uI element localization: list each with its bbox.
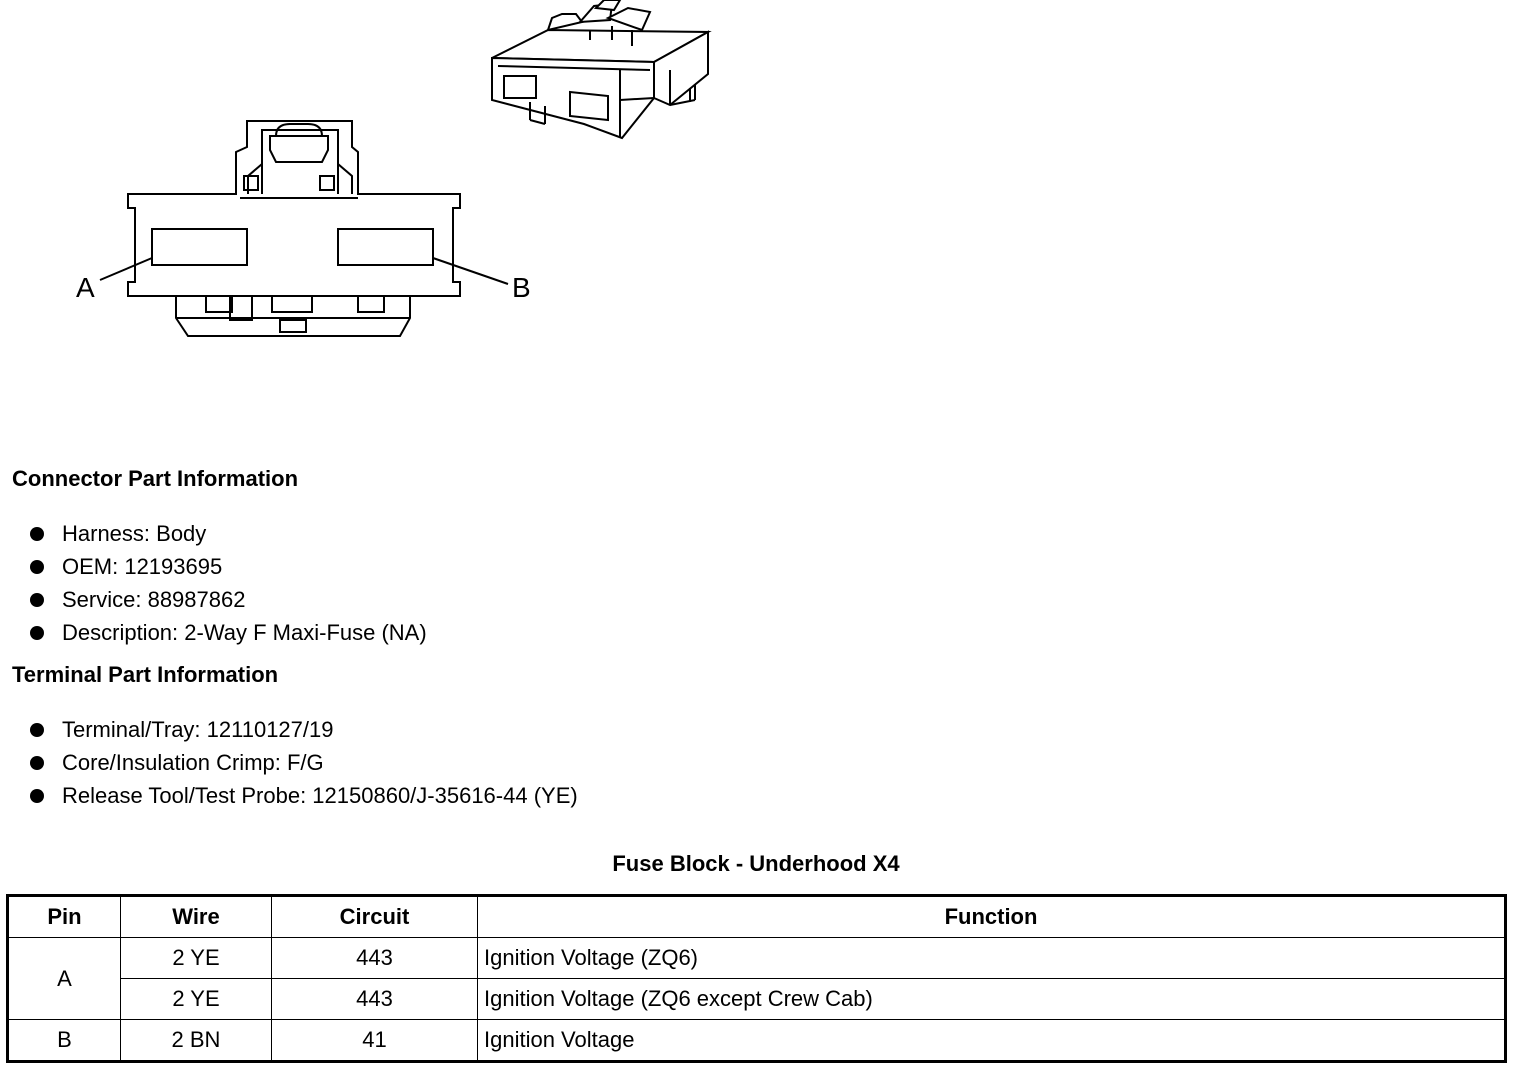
cell-wire: 2 YE [120, 978, 272, 1020]
cavity-a [151, 228, 248, 266]
list-item-text: Description: 2-Way F Maxi-Fuse (NA) [62, 620, 427, 645]
cell-wire: 2 YE [120, 937, 272, 979]
cell-function: Ignition Voltage (ZQ6) [477, 937, 1506, 979]
bullet-icon [30, 723, 44, 737]
connector-isometric-view [491, 0, 712, 140]
bullet-icon [30, 593, 44, 607]
cell-circuit: 443 [271, 978, 478, 1020]
connector-front-view [99, 120, 509, 337]
table-row: A 2 YE 443 Ignition Voltage (ZQ6) [7, 937, 1506, 1020]
pin-label-a: A [76, 272, 95, 303]
cell-wire: 2 BN [120, 1019, 272, 1062]
table-header-row: Pin Wire Circuit Function [7, 895, 1506, 938]
list-item: Harness: Body [28, 517, 427, 550]
bullet-icon [30, 789, 44, 803]
pinout-table: Pin Wire Circuit Function A 2 YE 443 Ign… [6, 894, 1507, 1063]
list-item: Service: 88987862 [28, 583, 427, 616]
terminal-part-info-list: Terminal/Tray: 12110127/19 Core/Insulati… [28, 713, 578, 812]
list-item: Core/Insulation Crimp: F/G [28, 746, 578, 779]
list-item-text: Service: 88987862 [62, 587, 246, 612]
cell-function: Ignition Voltage (ZQ6 except Crew Cab) [477, 978, 1506, 1020]
column-header-wire: Wire [120, 895, 272, 938]
table-row: 2 YE 443 Ignition Voltage (ZQ6 except Cr… [8, 978, 1506, 1020]
column-header-circuit: Circuit [271, 895, 478, 938]
table-title: Fuse Block - Underhood X4 [612, 851, 900, 876]
column-header-pin: Pin [7, 895, 121, 938]
cavity-b [337, 228, 434, 266]
list-item: Terminal/Tray: 12110127/19 [28, 713, 578, 746]
list-item-text: Core/Insulation Crimp: F/G [62, 750, 324, 775]
list-item-text: OEM: 12193695 [62, 554, 223, 579]
cell-circuit: 443 [271, 937, 478, 979]
bullet-icon [30, 560, 44, 574]
cell-circuit: 41 [271, 1019, 478, 1062]
bullet-icon [30, 527, 44, 541]
list-item-text: Release Tool/Test Probe: 12150860/J-3561… [62, 783, 578, 808]
list-item: Description: 2-Way F Maxi-Fuse (NA) [28, 616, 427, 649]
column-header-function: Function [477, 895, 1506, 938]
list-item-text: Terminal/Tray: 12110127/19 [62, 717, 334, 742]
table-row: B 2 BN 41 Ignition Voltage [7, 1019, 1506, 1062]
bullet-icon [30, 756, 44, 770]
connector-diagram: A B [76, 0, 712, 337]
list-item: Release Tool/Test Probe: 12150860/J-3561… [28, 779, 578, 812]
pin-label-b: B [512, 272, 531, 303]
connector-part-info-heading: Connector Part Information [12, 466, 299, 491]
list-item-text: Harness: Body [62, 521, 207, 546]
cell-pin: A [7, 937, 121, 1020]
cell-function: Ignition Voltage [477, 1019, 1506, 1062]
bullet-icon [30, 626, 44, 640]
connector-part-info-list: Harness: Body OEM: 12193695 Service: 889… [28, 517, 427, 649]
cell-pin: B [7, 1019, 121, 1062]
list-item: OEM: 12193695 [28, 550, 427, 583]
terminal-part-info-heading: Terminal Part Information [12, 662, 279, 687]
